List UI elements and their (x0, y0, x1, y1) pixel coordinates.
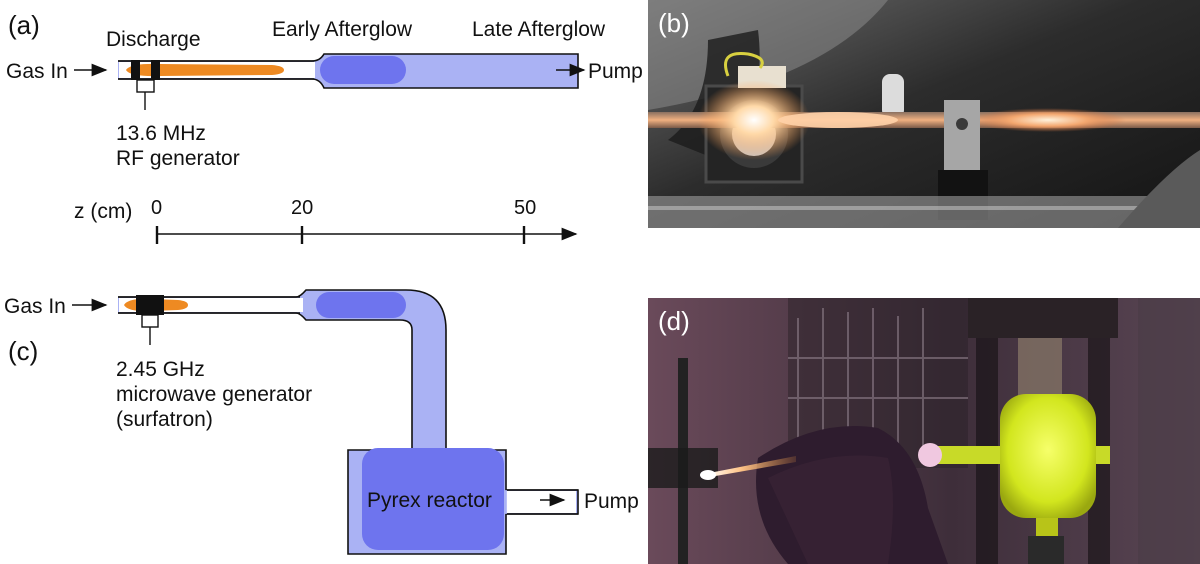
rf-electrode-1 (131, 60, 140, 80)
discharge-label: Discharge (106, 28, 201, 51)
early-afterglow-label: Early Afterglow (272, 18, 413, 41)
surfatron-label: (surfatron) (116, 408, 213, 431)
gas-in-label-c: Gas In (4, 295, 66, 318)
surfatron-connector (141, 314, 159, 328)
surfatron-coupler (136, 295, 164, 315)
photo-d-microwave-reactor: (d) (648, 298, 1200, 564)
pump-label-a: Pump (588, 60, 643, 83)
panel-c-label: (c) (8, 336, 38, 366)
reactor-afterglow-glow (362, 448, 504, 550)
rf-generator-label: RF generator (116, 147, 240, 170)
z-axis-label: z (cm) (74, 200, 132, 223)
microwave-generator-frequency: 2.45 GHz (116, 358, 205, 381)
discharge-glow (126, 63, 284, 77)
gas-in-label-a: Gas In (6, 60, 68, 83)
rf-connector (136, 79, 155, 93)
z-axis: z (cm) 0 20 50 (74, 197, 578, 244)
panel-a-label: (a) (8, 10, 40, 40)
rf-generator-frequency: 13.6 MHz (116, 122, 206, 145)
rf-electrode-2 (151, 60, 160, 80)
early-afterglow-glow-c (316, 292, 406, 318)
surfatron-tube-c (118, 289, 579, 555)
microwave-generator-label: microwave generator (116, 383, 312, 406)
late-afterglow-label: Late Afterglow (472, 18, 606, 41)
panel-b-label: (b) (658, 8, 690, 38)
z-tick-label-50: 50 (514, 197, 536, 219)
panel-d-label: (d) (658, 306, 690, 336)
z-tick-label-20: 20 (291, 197, 313, 219)
early-afterglow-glow (320, 56, 406, 84)
photo-b-rf-discharge: (b) (648, 0, 1200, 228)
pyrex-reactor-label: Pyrex reactor (367, 489, 492, 512)
pump-label-c: Pump (584, 490, 639, 513)
z-tick-label-0: 0 (151, 197, 162, 219)
discharge-tube-a (118, 53, 579, 110)
